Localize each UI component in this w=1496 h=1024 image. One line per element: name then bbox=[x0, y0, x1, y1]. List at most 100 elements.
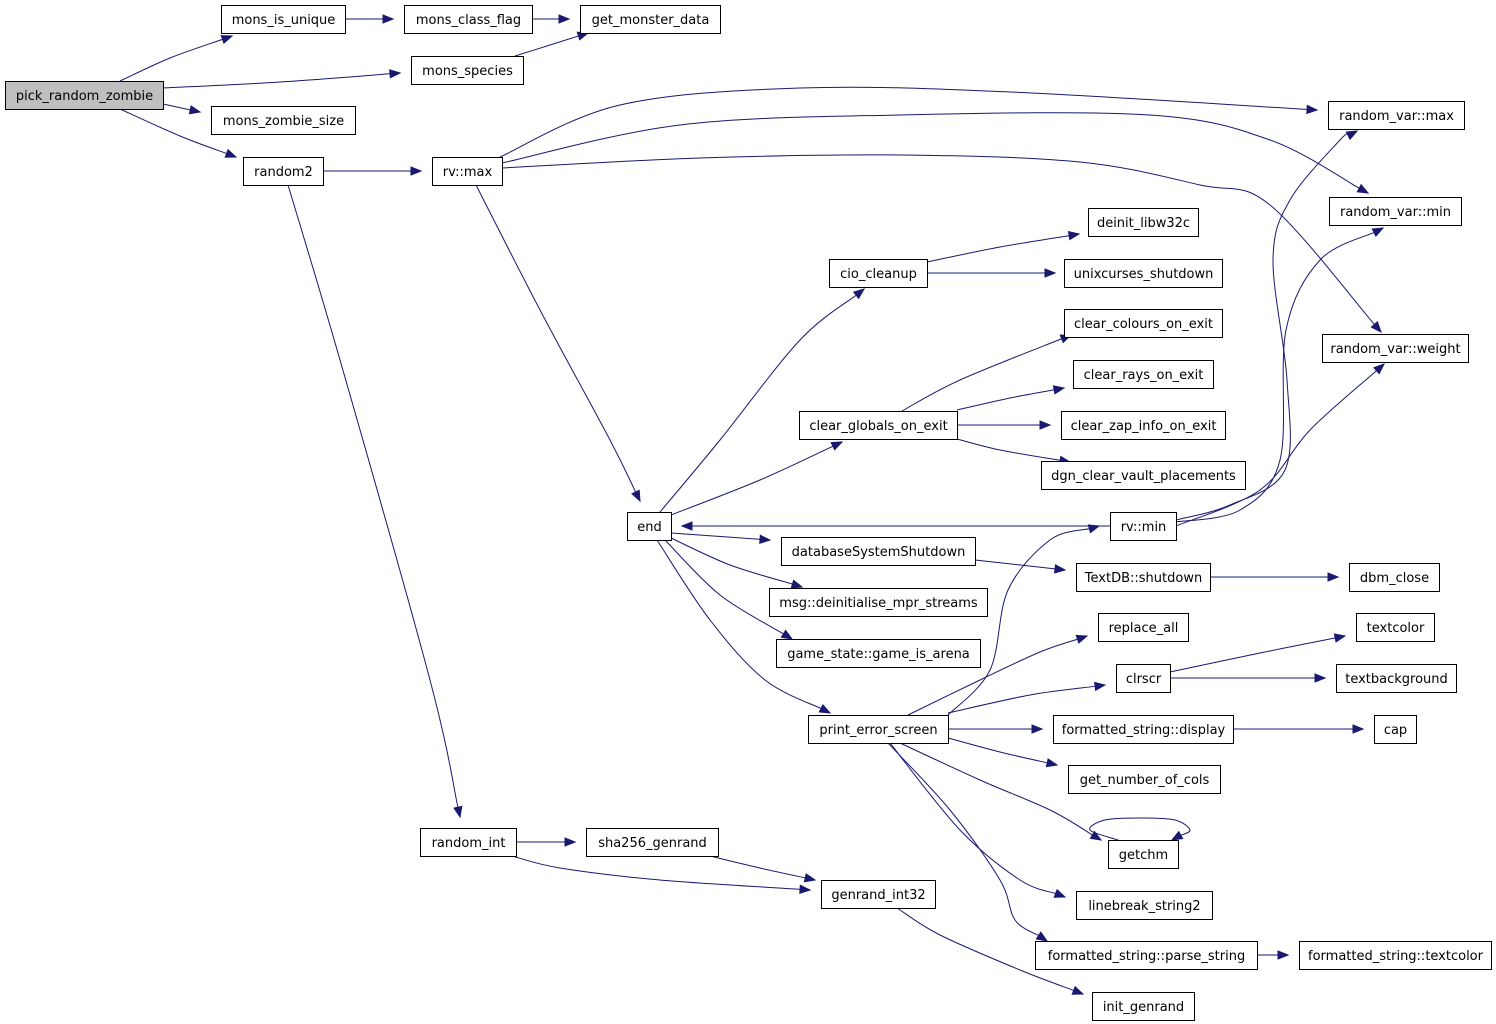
arrowhead-icon bbox=[790, 579, 804, 589]
edge-fs_parse_string-to-fs_textcolor bbox=[1257, 950, 1290, 960]
node-random-var-weight[interactable]: random_var::weight bbox=[1322, 334, 1469, 363]
edge-mons_class_flag-to-get_monster_data bbox=[532, 14, 571, 24]
node-game-is-arena[interactable]: game_state::game_is_arena bbox=[776, 639, 981, 668]
edge-line bbox=[947, 527, 1091, 716]
edge-fs_display-to-cap bbox=[1233, 724, 1365, 734]
node-label: end bbox=[637, 520, 662, 535]
node-cap[interactable]: cap bbox=[1374, 715, 1417, 744]
node-genrand-int32[interactable]: genrand_int32 bbox=[821, 880, 936, 909]
node-box bbox=[829, 259, 928, 288]
node-clear-rays-on-exit[interactable]: clear_rays_on_exit bbox=[1073, 360, 1214, 389]
node-label: pick_random_zombie bbox=[16, 89, 153, 104]
node-replace-all[interactable]: replace_all bbox=[1098, 613, 1189, 642]
node-clear-globals-on-exit[interactable]: clear_globals_on_exit bbox=[799, 411, 958, 440]
edge-clear_globals_on_exit-to-clear_zap_info_on_exit bbox=[957, 420, 1052, 430]
edge-line bbox=[974, 559, 1057, 570]
node-label: sha256_genrand bbox=[598, 836, 707, 851]
node-mons-species[interactable]: mons_species bbox=[411, 56, 524, 85]
node-deinit-libw32c[interactable]: deinit_libw32c bbox=[1088, 208, 1199, 237]
node-rv-min[interactable]: rv::min bbox=[1110, 512, 1177, 541]
node-box bbox=[1098, 613, 1189, 642]
node-label: clear_zap_info_on_exit bbox=[1071, 419, 1217, 434]
arrowhead-icon bbox=[564, 837, 577, 847]
node-fs-textcolor[interactable]: formatted_string::textcolor bbox=[1299, 941, 1492, 970]
node-label: databaseSystemShutdown bbox=[792, 545, 966, 560]
node-label: cap bbox=[1384, 723, 1407, 738]
node-box bbox=[776, 639, 981, 668]
node-print-error-screen[interactable]: print_error_screen bbox=[808, 715, 949, 744]
node-label: get_number_of_cols bbox=[1080, 773, 1210, 788]
node-cio-cleanup[interactable]: cio_cleanup bbox=[829, 259, 928, 288]
arrowhead-icon bbox=[1170, 830, 1184, 841]
node-mons-is-unique[interactable]: mons_is_unique bbox=[221, 5, 346, 34]
node-pick-random-zombie[interactable]: pick_random_zombie bbox=[5, 81, 164, 110]
node-mons-zombie-size[interactable]: mons_zombie_size bbox=[211, 106, 356, 135]
node-getchm[interactable]: getchm bbox=[1108, 840, 1179, 869]
arrowhead-icon bbox=[410, 166, 423, 176]
node-dgn-clear-vault-placements[interactable]: dgn_clear_vault_placements bbox=[1041, 461, 1246, 490]
edge-clear_globals_on_exit-to-dgn_clear_vault_placements bbox=[956, 438, 1072, 465]
node-get-monster-data[interactable]: get_monster_data bbox=[580, 5, 721, 34]
node-clear-colours-on-exit[interactable]: clear_colours_on_exit bbox=[1064, 309, 1223, 338]
node-box bbox=[1108, 840, 1179, 869]
node-clrscr[interactable]: clrscr bbox=[1116, 664, 1171, 693]
node-sha256-genrand[interactable]: sha256_genrand bbox=[586, 828, 719, 857]
node-label: dgn_clear_vault_placements bbox=[1051, 469, 1236, 484]
node-label: textbackground bbox=[1345, 672, 1448, 687]
edge-line bbox=[670, 532, 762, 540]
edge-line bbox=[499, 86, 1309, 158]
node-label: mons_zombie_size bbox=[223, 114, 344, 129]
node-box bbox=[1041, 461, 1246, 490]
node-box bbox=[1068, 765, 1221, 794]
node-msg-deinitialise[interactable]: msg::deinitialise_mpr_streams bbox=[769, 588, 988, 617]
node-fs-display[interactable]: formatted_string::display bbox=[1053, 715, 1234, 744]
edge-line bbox=[947, 685, 1097, 714]
node-init-genrand[interactable]: init_genrand bbox=[1092, 992, 1195, 1021]
node-label: deinit_libw32c bbox=[1097, 216, 1190, 231]
node-textbackground[interactable]: textbackground bbox=[1336, 664, 1457, 693]
edge-line bbox=[162, 103, 192, 111]
arrowhead-icon bbox=[799, 884, 812, 895]
node-textcolor[interactable]: textcolor bbox=[1356, 613, 1435, 642]
node-rv-max[interactable]: rv::max bbox=[432, 157, 503, 186]
arrowhead-icon bbox=[1306, 104, 1319, 115]
node-clear-zap-info-on-exit[interactable]: clear_zap_info_on_exit bbox=[1061, 411, 1226, 440]
node-label: unixcurses_shutdown bbox=[1074, 267, 1214, 282]
node-random-var-min[interactable]: random_var::min bbox=[1329, 197, 1462, 226]
node-mons-class-flag[interactable]: mons_class_flag bbox=[404, 5, 533, 34]
node-dbm-close[interactable]: dbm_close bbox=[1349, 563, 1440, 592]
edge-line bbox=[670, 537, 794, 585]
node-label: mons_class_flag bbox=[416, 13, 521, 28]
node-get-number-of-cols[interactable]: get_number_of_cols bbox=[1068, 765, 1221, 794]
arrowhead-icon bbox=[1345, 130, 1359, 141]
edge-cio_cleanup-to-unixcurses_shutdown bbox=[927, 268, 1057, 278]
node-random2[interactable]: random2 bbox=[243, 157, 324, 186]
node-textdb-shutdown[interactable]: TextDB::shutdown bbox=[1076, 563, 1211, 592]
node-label: formatted_string::textcolor bbox=[1308, 949, 1484, 964]
node-fs-parse-string[interactable]: formatted_string::parse_string bbox=[1035, 941, 1258, 970]
arrowhead-icon bbox=[453, 805, 463, 819]
edge-pick_random_zombie-to-mons_species bbox=[162, 69, 402, 89]
edge-line bbox=[899, 742, 1094, 836]
node-label: clrscr bbox=[1126, 672, 1162, 687]
node-box bbox=[1116, 664, 1171, 693]
node-databaseSystemShutdown[interactable]: databaseSystemShutdown bbox=[781, 537, 976, 566]
node-label: print_error_screen bbox=[819, 723, 937, 738]
edge-clear_globals_on_exit-to-clear_colours_on_exit bbox=[901, 334, 1073, 412]
node-unixcurses-shutdown[interactable]: unixcurses_shutdown bbox=[1064, 259, 1223, 288]
node-box bbox=[432, 157, 503, 186]
node-random-int[interactable]: random_int bbox=[420, 828, 517, 857]
node-random-var-max[interactable]: random_var::max bbox=[1328, 101, 1465, 130]
arrowhead-icon bbox=[1071, 985, 1085, 995]
node-linebreak-string2[interactable]: linebreak_string2 bbox=[1076, 891, 1213, 920]
node-end[interactable]: end bbox=[627, 512, 672, 541]
edge-line bbox=[514, 35, 580, 57]
edge-line bbox=[896, 907, 1075, 992]
node-label: getchm bbox=[1119, 848, 1168, 863]
node-box bbox=[1374, 715, 1417, 744]
edge-line bbox=[926, 234, 1071, 263]
edge-line bbox=[664, 539, 785, 635]
node-label: textcolor bbox=[1367, 621, 1425, 636]
edge-line bbox=[656, 539, 823, 710]
node-box bbox=[211, 106, 356, 135]
